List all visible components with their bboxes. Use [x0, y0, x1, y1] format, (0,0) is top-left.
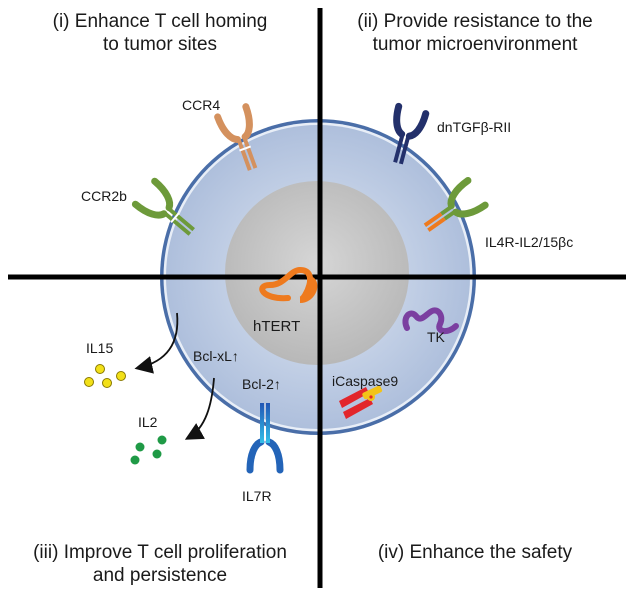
ccr2b-receptor — [131, 177, 195, 236]
tk-label: TK — [427, 329, 445, 345]
htert-gene — [259, 266, 318, 303]
il7r-label: IL7R — [242, 488, 272, 504]
ccr2b-label: CCR2b — [81, 188, 127, 204]
quadrant-i-text: (i) Enhance T cell homing to tumor sites — [52, 11, 268, 55]
quadrant-iii-text: (iii) Improve T cell proliferation and p… — [33, 542, 287, 586]
icaspase9-label: iCaspase9 — [332, 373, 399, 389]
il4r-label: IL4R-IL2/15βc — [485, 234, 574, 250]
il15-secretion-arrow — [134, 312, 179, 374]
nucleus — [225, 181, 409, 365]
quadrant-ii-text: (ii) Provide resistance to the tumor mic… — [357, 11, 593, 55]
il2-molecules — [130, 435, 167, 465]
il7r-receptor — [246, 403, 284, 474]
t-cell — [160, 119, 476, 435]
bcl-xl-label: Bcl-xL↑ — [193, 348, 239, 364]
il2-secretion-arrow — [184, 377, 215, 440]
icaspase9-construct — [339, 385, 383, 419]
quadrant-iv-title: (iv) Enhance the safety — [325, 541, 625, 564]
quadrant-i-title: (i) Enhance T cell homing to tumor sites — [10, 10, 310, 56]
quadrant-iv-text: (iv) Enhance the safety — [377, 542, 573, 563]
bcl-2-label: Bcl-2↑ — [242, 376, 281, 392]
dntgfb-receptor — [393, 102, 430, 165]
dntgfb-label: dnTGFβ-RII — [437, 119, 512, 135]
il2-label: IL2 — [138, 414, 158, 430]
htert-label: hTERT — [253, 318, 301, 335]
quadrant-iii-title: (iii) Improve T cell proliferation and p… — [10, 541, 310, 587]
il15-label: IL15 — [86, 340, 114, 356]
il15-molecules — [84, 364, 126, 388]
il4r-receptor — [423, 177, 489, 232]
tk-gene — [402, 307, 459, 334]
quadrant-ii-title: (ii) Provide resistance to the tumor mic… — [325, 10, 625, 56]
ccr4-label: CCR4 — [182, 97, 221, 113]
ccr4-receptor — [214, 103, 258, 171]
